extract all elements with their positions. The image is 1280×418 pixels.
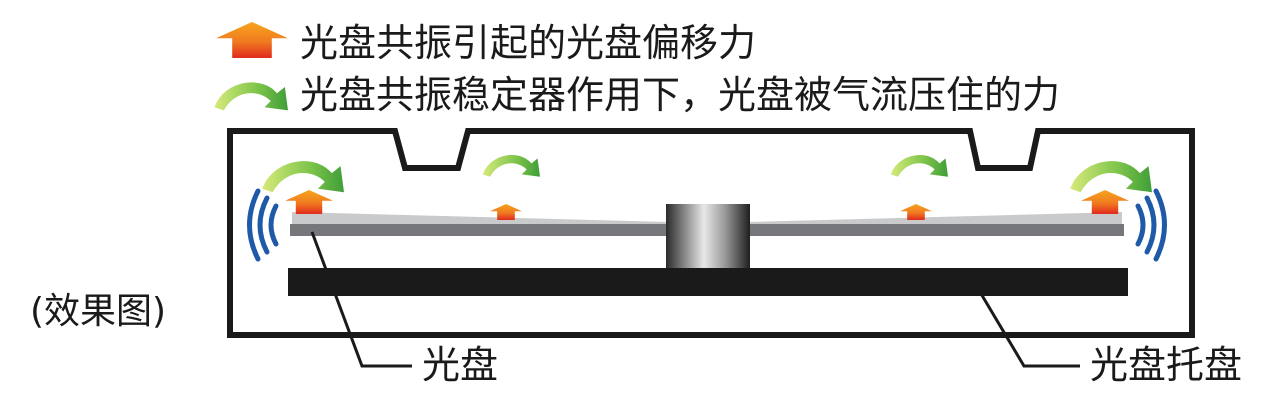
disc-tray <box>288 268 1128 296</box>
legend-orange-up-arrow-icon <box>216 22 288 58</box>
orange-up-arrow-icon <box>285 190 333 214</box>
green-curved-arrow-icon <box>482 154 540 177</box>
callout-disc-label: 光盘 <box>422 343 499 387</box>
tray-leader-line <box>978 291 1080 368</box>
spindle-hub <box>666 204 750 268</box>
green-curved-arrow-icon <box>890 154 948 177</box>
legend-green-curved-arrow-icon <box>214 82 288 111</box>
legend-text-airflow-force: 光盘共振稳定器作用下，光盘被气流压住的力 <box>300 73 1061 117</box>
left-vibration-wave-icon <box>247 188 279 262</box>
callout-tray-label: 光盘托盘 <box>1090 343 1243 387</box>
caption-effect-diagram: (效果图) <box>30 291 167 332</box>
legend-text-displacement-force: 光盘共振引起的光盘偏移力 <box>300 21 757 65</box>
housing-outline <box>227 128 1195 338</box>
right-vibration-wave-icon <box>1135 188 1167 262</box>
orange-up-arrow-icon <box>1081 190 1129 214</box>
green-curved-arrow-icon <box>262 161 344 193</box>
green-curved-arrow-icon <box>1070 161 1152 193</box>
disc-leader-line <box>310 231 412 368</box>
